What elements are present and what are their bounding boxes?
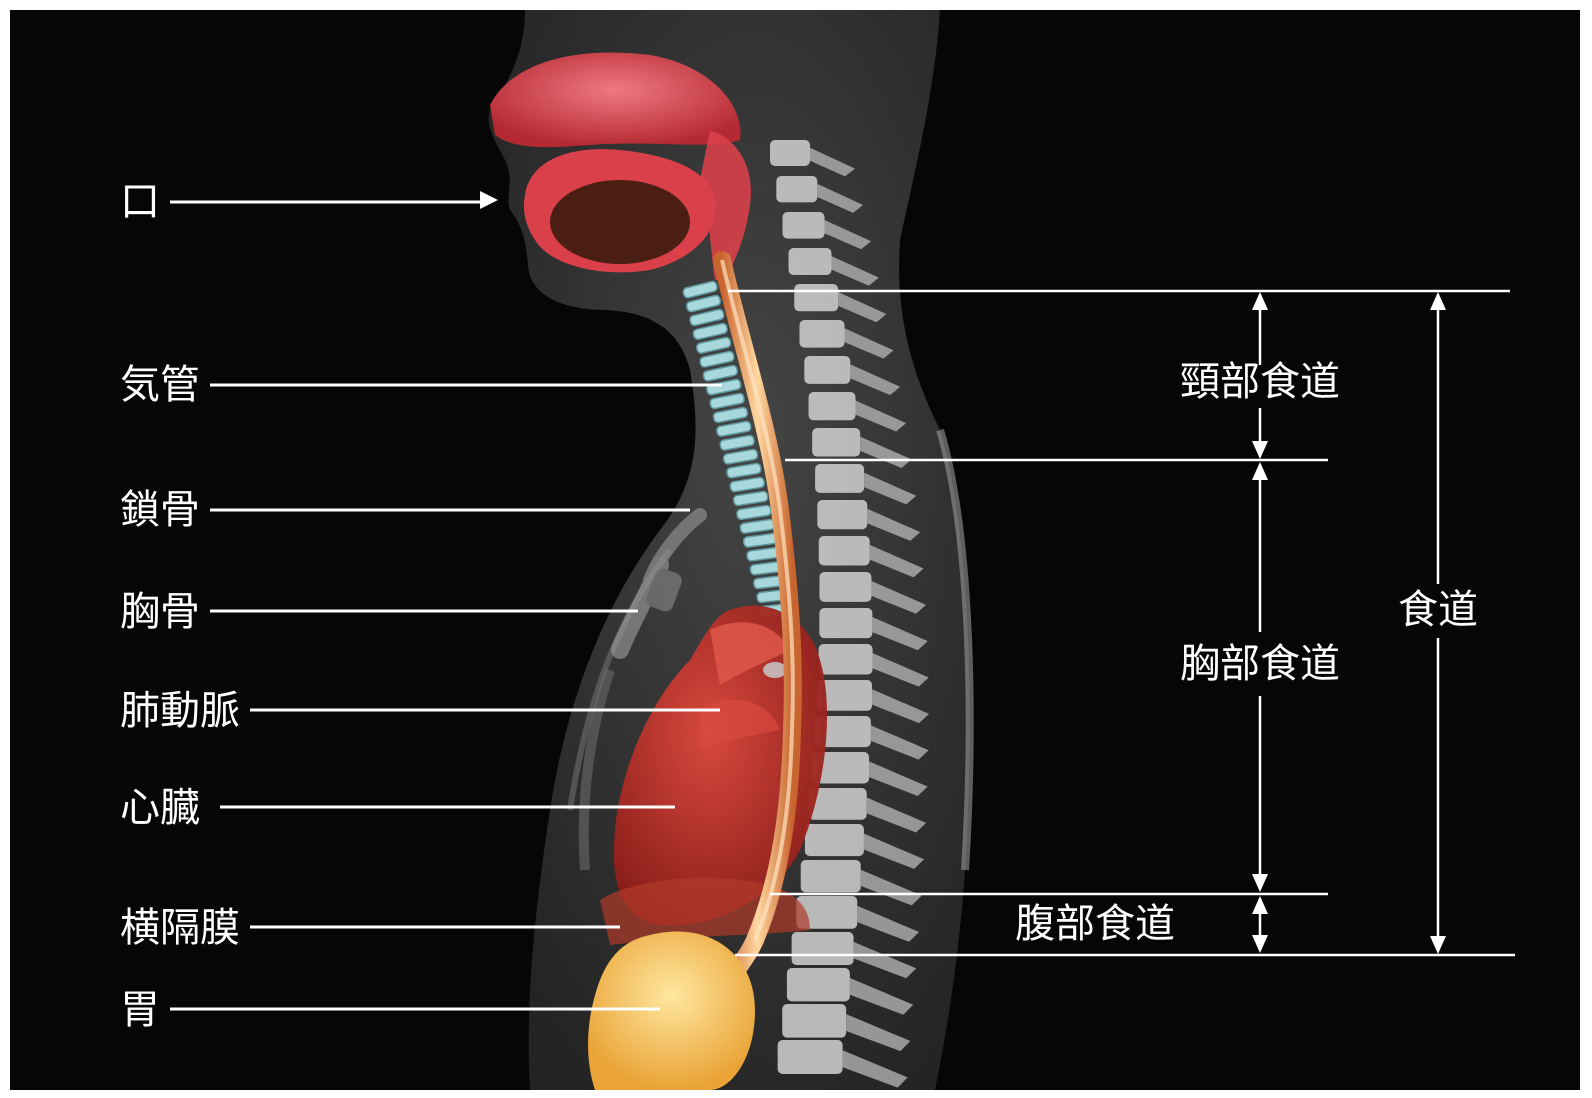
label-mouth: 口 xyxy=(120,182,160,222)
label-pulmonary-artery: 肺動脈 xyxy=(120,691,240,731)
vertebra xyxy=(819,572,871,602)
label-heart: 心臓 xyxy=(120,788,200,828)
vertebra xyxy=(819,608,872,638)
vertebra xyxy=(804,356,850,384)
vertebra xyxy=(776,176,817,202)
label-stomach: 胃 xyxy=(120,990,160,1030)
label-diaphragm: 横隔膜 xyxy=(120,908,240,948)
mouth-arrow-head xyxy=(480,191,498,209)
vertebra xyxy=(819,536,870,566)
vertebra xyxy=(799,320,844,348)
tongue xyxy=(550,180,690,264)
label-thoracic-esophagus: 胸部食道 xyxy=(1180,644,1340,684)
vertebra xyxy=(815,464,864,493)
label-esophagus: 食道 xyxy=(1398,590,1478,630)
vertebra xyxy=(787,968,850,1001)
label-clavicle: 鎖骨 xyxy=(120,490,200,530)
vertebra xyxy=(770,140,810,166)
anatomy-diagram: 口 気管 鎖骨 胸骨 肺動脈 心臓 横隔膜 胃 頸部食道 胸部食道 腹部食道 食… xyxy=(10,10,1580,1090)
label-abdominal-esophagus: 腹部食道 xyxy=(1015,904,1175,944)
label-sternum: 胸骨 xyxy=(120,592,200,632)
vertebra xyxy=(794,284,838,311)
vertebra xyxy=(782,1004,846,1038)
vertebra xyxy=(783,212,825,239)
vertebra xyxy=(819,644,873,674)
vertebra xyxy=(817,500,867,529)
anatomy-illustration xyxy=(10,10,1580,1090)
label-cervical-esophagus: 頸部食道 xyxy=(1180,362,1340,402)
vertebra xyxy=(792,932,854,965)
vertebra xyxy=(812,428,860,457)
vertebra xyxy=(789,248,832,275)
label-trachea: 気管 xyxy=(120,365,200,405)
vertebra xyxy=(801,860,861,892)
vertebra xyxy=(809,392,856,420)
vertebra xyxy=(805,824,864,856)
vertebra xyxy=(778,1040,843,1074)
